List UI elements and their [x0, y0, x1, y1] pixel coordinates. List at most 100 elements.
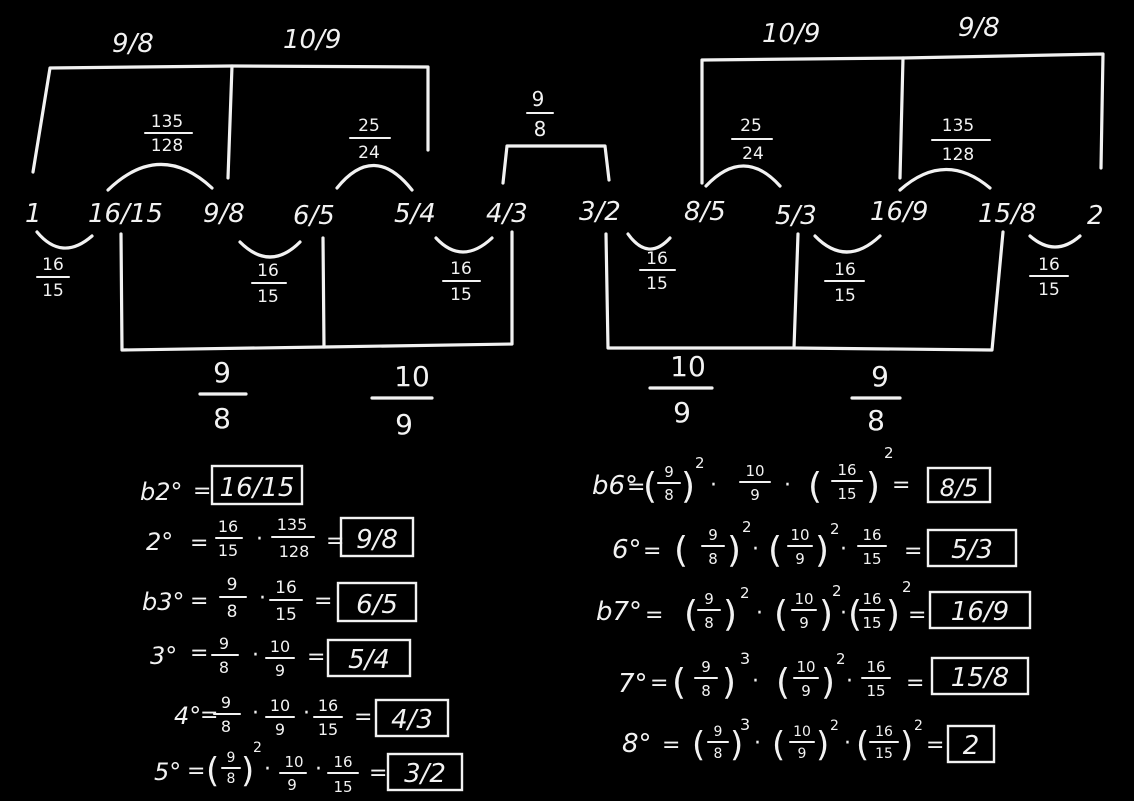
equation-label: b6° [592, 471, 638, 501]
denominator: 9 [395, 408, 413, 441]
scale-note: 9/8 [203, 199, 245, 229]
arc [335, 164, 414, 192]
denominator: 15 [333, 778, 352, 796]
equals-sign: = [190, 531, 208, 556]
arc [898, 167, 992, 192]
numerator: 16 [333, 753, 352, 771]
denominator: 24 [742, 144, 764, 164]
denominator: 8 [534, 117, 547, 141]
numerator: 135 [277, 515, 308, 534]
dot: · [752, 537, 759, 562]
fraction-9-8: 9 8 [850, 360, 902, 437]
paren: ( [684, 594, 698, 635]
bracket-label: 9/8 [112, 29, 154, 59]
result-box [374, 698, 450, 738]
fraction-135-128-right: 135 128 [931, 116, 991, 165]
exponent: 2 [742, 518, 752, 536]
denominator: 128 [942, 145, 974, 165]
equals-sign: = [926, 733, 944, 758]
numerator: 10 [794, 590, 813, 608]
exponent: 2 [836, 650, 846, 668]
numerator: 10 [670, 350, 706, 383]
denominator: 15 [646, 274, 668, 294]
numerator: 9 [213, 356, 231, 389]
numerator: 135 [151, 112, 183, 132]
equation-b6: b6° = ( 9 8 ) 2 · 10 9 · ( 16 15 ) 2 = 8… [592, 444, 992, 507]
paren: ( [848, 594, 862, 635]
denominator: 8 [664, 486, 674, 504]
equation-label: 6° [612, 535, 642, 565]
numerator: 10 [796, 658, 815, 676]
equation-6: 6° = ( 9 8 ) 2 · ( 10 9 ) 2 · 16 15 = 5/… [612, 518, 1018, 571]
equals-sign: = [354, 705, 372, 730]
numerator: 16 [1038, 255, 1060, 275]
paren: ) [816, 725, 829, 765]
result-box [386, 752, 464, 792]
fraction-25-24: 25 24 [349, 116, 391, 163]
denominator: 8 [227, 602, 238, 622]
paren: ) [815, 530, 829, 571]
equation-label: b3° [142, 588, 185, 616]
dot: · [756, 601, 763, 626]
numerator: 9 [714, 724, 723, 740]
dot: · [840, 537, 847, 562]
paren: ) [866, 466, 880, 507]
exponent: 2 [695, 454, 705, 472]
numerator: 16 [875, 724, 893, 740]
denominator: 9 [795, 550, 805, 568]
equation-8: 8° = ( 9 8 ) 3 · ( 10 9 ) 2 · ( 16 15 ) … [622, 715, 996, 765]
arc [1028, 234, 1082, 249]
equation-label: b7° [596, 597, 642, 627]
exponent: 3 [740, 649, 750, 668]
equals-sign: = [645, 603, 663, 628]
fraction-16-15: 16 15 [1029, 255, 1069, 300]
result-box [930, 656, 1030, 696]
denominator: 8 [704, 614, 714, 632]
arc [704, 164, 782, 188]
numerator: 9 [532, 87, 545, 111]
scale-note: 16/15 [88, 199, 163, 229]
denominator: 9 [673, 396, 691, 429]
numerator: 9 [219, 634, 229, 653]
exponent: 2 [830, 520, 840, 538]
numerator: 10 [790, 526, 809, 544]
exponent: 2 [884, 444, 894, 462]
equation-3: 3° = 9 8 · 10 9 = 5/4 [150, 634, 412, 680]
fraction-9-8: 9 8 [526, 87, 554, 141]
paren: ) [886, 594, 900, 635]
equation-label: b2° [140, 478, 183, 506]
scale-row: 1 16/15 9/8 6/5 5/4 4/3 3/2 8/5 5/3 16/9… [25, 197, 1104, 231]
scale-note: 5/3 [775, 201, 817, 231]
numerator: 9 [227, 575, 238, 595]
equation-label: 8° [622, 729, 652, 759]
denominator: 9 [275, 661, 285, 680]
paren: ) [819, 594, 833, 635]
equals-sign: = [892, 473, 910, 498]
equals-sign: = [904, 539, 922, 564]
equation-b2: b2° = 16/15 [140, 464, 304, 506]
dot: · [315, 757, 322, 782]
numerator: 16 [862, 590, 881, 608]
denominator: 9 [798, 746, 807, 762]
numerator: 25 [358, 116, 380, 136]
equation-label: 3° [150, 642, 177, 670]
result-box [339, 516, 415, 558]
paren: ( [772, 725, 785, 765]
numerator: 16 [450, 259, 472, 279]
top-middle-bracket: 9 8 [501, 87, 611, 185]
fraction-16-15: 16 15 [36, 255, 70, 301]
bracket-line [226, 64, 234, 180]
numerator: 10 [270, 637, 290, 656]
fraction-9-8: 9 8 [198, 356, 248, 435]
left-equations: b2° = 16/15 2° = 16 15 · 135 128 = 9/8 b… [140, 464, 464, 796]
equation-result: 8/5 [940, 474, 979, 502]
exponent: 2 [902, 578, 912, 596]
denominator: 8 [701, 682, 711, 700]
equation-4: 4° = 9 8 · 10 9 · 16 15 = 4/3 [174, 693, 450, 739]
numerator: 16 [837, 461, 856, 479]
equals-sign: = [662, 733, 680, 758]
dot: · [252, 701, 259, 726]
result-box [326, 638, 412, 678]
denominator: 15 [862, 614, 881, 632]
